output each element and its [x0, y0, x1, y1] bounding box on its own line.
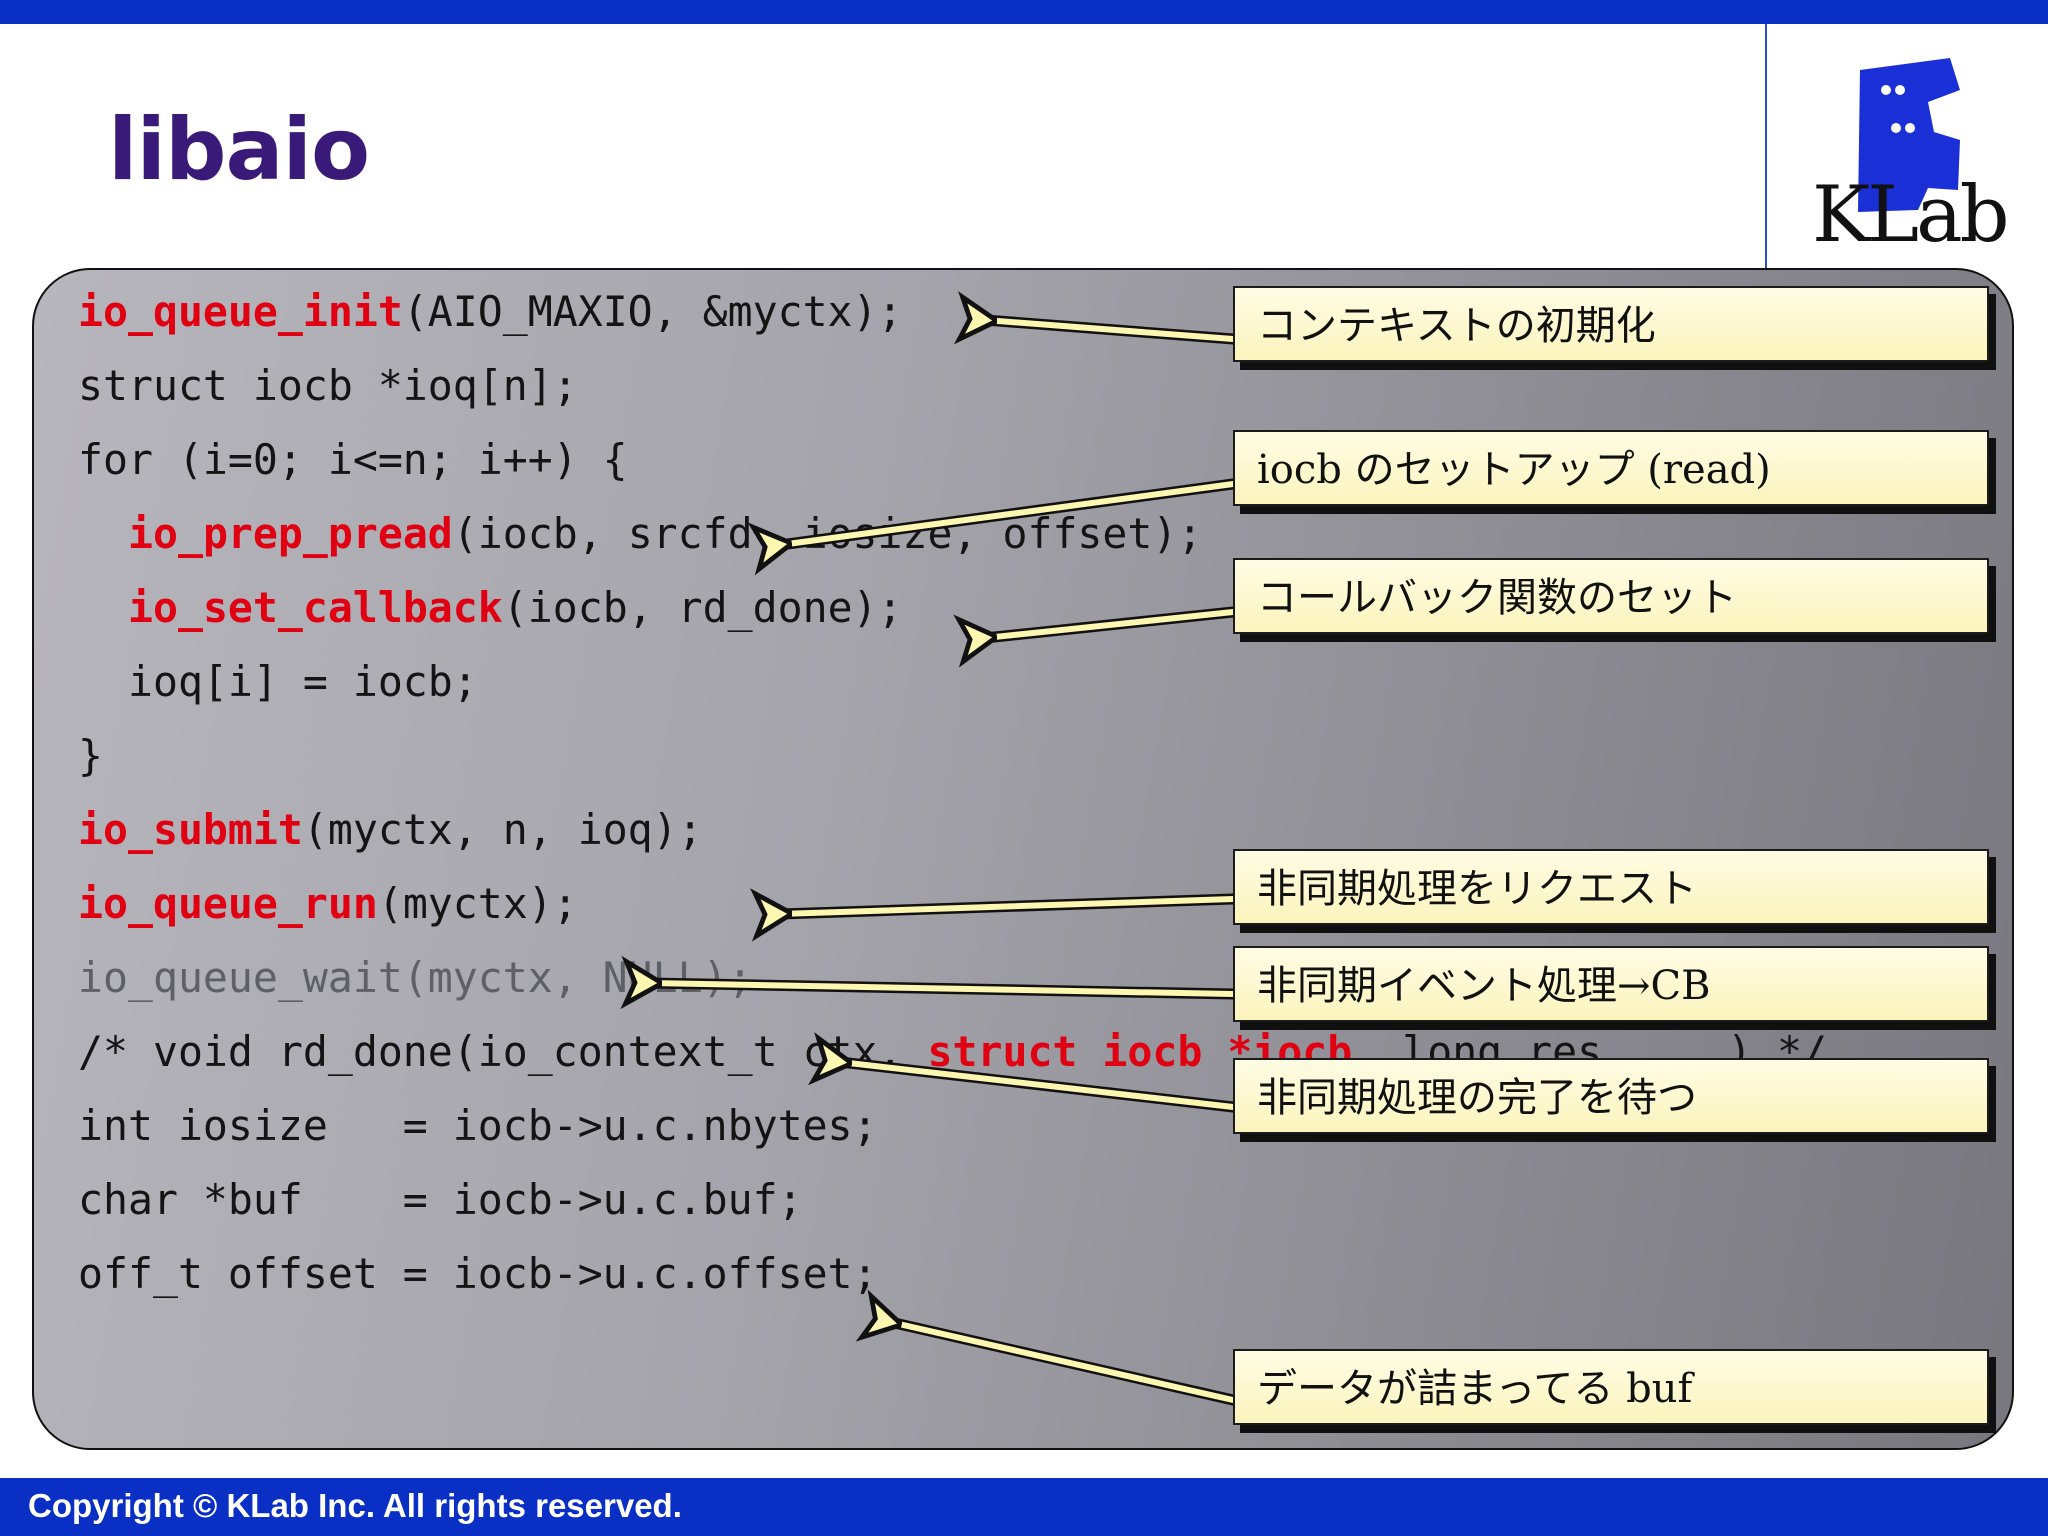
code-line: int iosize = iocb->u.c.nbytes; [78, 1101, 878, 1150]
code-line: } [78, 731, 103, 780]
code-line: io_queue_init(AIO_MAXIO, &myctx); [78, 287, 903, 336]
code-line: io_submit(myctx, n, ioq); [78, 805, 703, 854]
callout-context-init: コンテキストの初期化 [1233, 286, 1989, 362]
code-line: char *buf = iocb->u.c.buf; [78, 1175, 803, 1224]
callout-event-processing: 非同期イベント処理→CB [1233, 946, 1989, 1022]
callout-iocb-setup: iocb のセットアップ (read) [1233, 430, 1989, 506]
copyright-text: Copyright © KLab Inc. All rights reserve… [28, 1487, 682, 1524]
code-line: io_queue_wait(myctx, NULL); [78, 953, 753, 1002]
code-line: io_prep_pread(iocb, srcfd, iosize, offse… [127, 509, 1203, 558]
header-divider [1765, 24, 1767, 270]
slide-title: libaio [108, 100, 370, 200]
code-panel: io_queue_init(AIO_MAXIO, &myctx); struct… [32, 268, 2014, 1450]
callout-data-buf: データが詰まってる buf [1233, 1349, 1989, 1425]
code-line: struct iocb *ioq[n]; [78, 361, 578, 410]
code-line: off_t offset = iocb->u.c.offset; [78, 1249, 878, 1298]
footer-bar [0, 1478, 2048, 1536]
top-accent-bar [0, 0, 2048, 24]
code-line: io_set_callback(iocb, rd_done); [127, 583, 903, 632]
code-line: ioq[i] = iocb; [78, 657, 478, 706]
klab-logo-icon [1858, 58, 1960, 212]
klab-logo-text: KLab [1812, 170, 2010, 260]
callout-callback-set: コールバック関数のセット [1233, 558, 1989, 634]
code-line: io_queue_run(myctx); [78, 879, 578, 928]
code-line: for (i=0; i<=n; i++) { [78, 435, 628, 484]
callout-wait-completion: 非同期処理の完了を待つ [1233, 1058, 1989, 1134]
callout-submit-request: 非同期処理をリクエスト [1233, 849, 1989, 925]
